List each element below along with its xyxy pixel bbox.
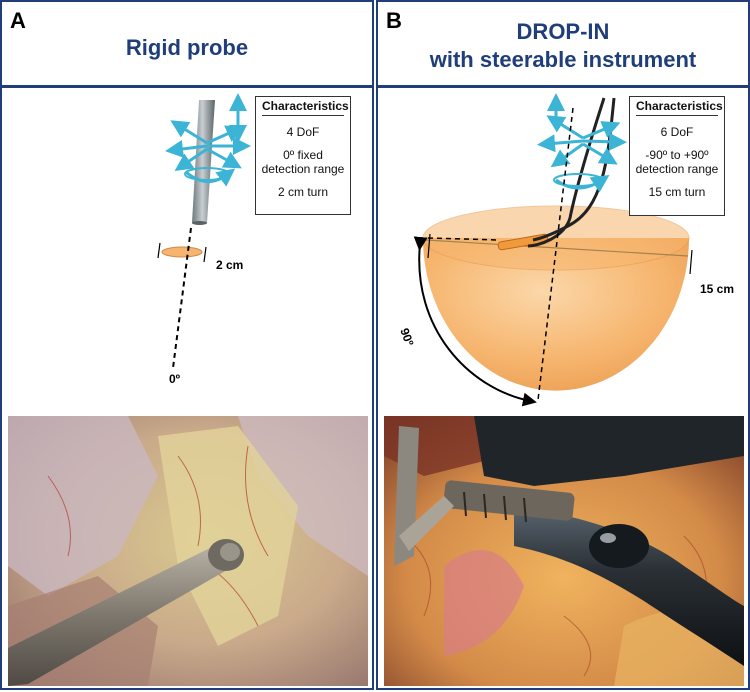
- probe-axis: [172, 227, 192, 369]
- rigid-probe-shaft: [192, 100, 215, 223]
- characteristics-heading: Characteristics: [636, 99, 723, 116]
- panel-b-divider: [378, 85, 748, 88]
- panel-b-characteristics: Characteristics 6 DoF -90º to +90º detec…: [629, 96, 725, 216]
- angle-arc-arrow: [413, 236, 537, 407]
- rigid-probe-diagram: [157, 93, 251, 369]
- panel-b: B DROP-IN with steerable instrument: [376, 0, 750, 690]
- detection-disc: [161, 246, 203, 258]
- dof-value: 6 DoF: [660, 125, 694, 139]
- panel-a-characteristics: Characteristics 4 DoF 0º fixed detection…: [255, 96, 351, 215]
- panel-b-letter: B: [386, 8, 402, 33]
- detection-range: 0º fixed detection range: [261, 148, 345, 176]
- turn-value: 2 cm turn: [277, 185, 328, 199]
- panel-b-title-line1: DROP-IN: [516, 19, 610, 44]
- panel-a: A Rigid probe: [0, 0, 374, 690]
- drop-in-size-label: 15 cm: [700, 282, 735, 296]
- panel-b-title-line2: with steerable instrument: [429, 47, 697, 72]
- panel-a-letter: A: [10, 8, 26, 33]
- dof-arrows-icon: [165, 93, 251, 187]
- dof-value: 4 DoF: [286, 125, 320, 139]
- characteristics-heading: Characteristics: [262, 99, 349, 116]
- rigid-probe-surgical-photo: [8, 416, 368, 686]
- drop-in-axis: [537, 107, 574, 401]
- drop-in-diagram: [413, 93, 693, 407]
- panel-a-divider: [2, 85, 372, 88]
- detection-range: -90º to +90º detection range: [635, 148, 719, 176]
- steerable-grasper: [443, 480, 575, 521]
- drop-in-cable: [514, 506, 744, 666]
- turn-value: 15 cm turn: [648, 185, 706, 199]
- drop-in-surgical-photo: [384, 416, 744, 686]
- rigid-probe-rod: [8, 544, 234, 686]
- panel-a-title: Rigid probe: [125, 35, 249, 60]
- rigid-angle-label: 0º: [169, 372, 181, 386]
- rigid-size-label: 2 cm: [216, 258, 244, 272]
